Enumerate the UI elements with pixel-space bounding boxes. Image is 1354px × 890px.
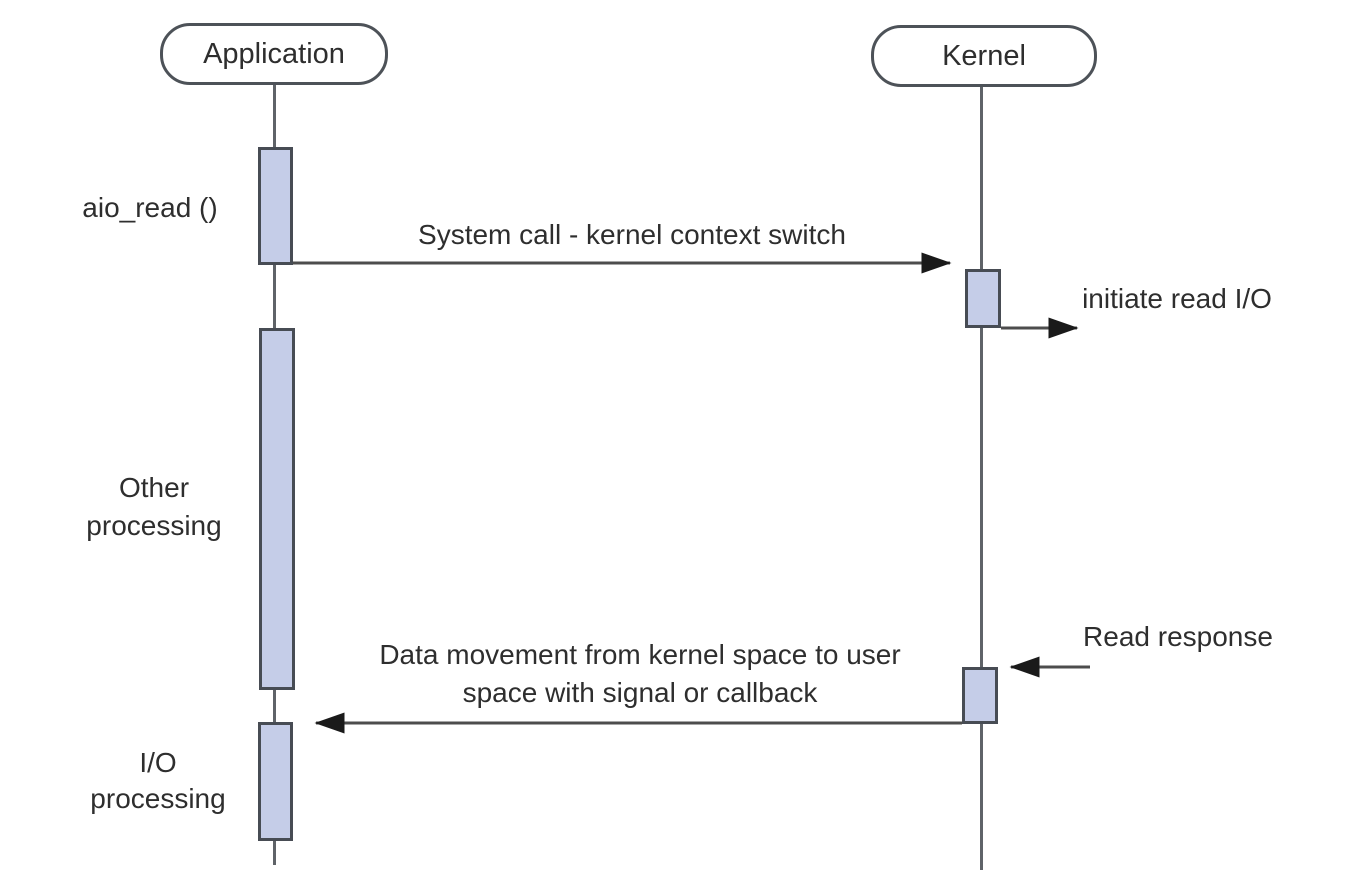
activation-io-processing	[258, 722, 293, 841]
activation-kernel-initiate	[965, 269, 1001, 328]
other-processing-label: Other processing	[44, 469, 264, 545]
other-processing-line-2: processing	[86, 510, 222, 541]
application-lifeline-segment	[273, 265, 276, 328]
activation-aio-read	[258, 147, 293, 265]
io-processing-line-1: I/O	[139, 747, 177, 778]
kernel-lifeline-segment	[980, 724, 983, 870]
data-movement-line-1: Data movement from kernel space to user	[379, 639, 901, 670]
other-processing-line-1: Other	[118, 472, 190, 503]
initiate-read-label: initiate read I/O	[1082, 283, 1272, 314]
actor-header-application: Application	[160, 23, 388, 85]
application-lifeline-segment	[273, 85, 276, 147]
activation-other-processing	[259, 328, 295, 690]
actor-label-application: Application	[203, 37, 345, 70]
actor-header-kernel: Kernel	[871, 25, 1097, 87]
kernel-lifeline-segment	[980, 328, 983, 667]
io-processing-label: I/O processing	[48, 745, 268, 817]
application-lifeline-segment	[273, 841, 276, 865]
activation-kernel-response	[962, 667, 998, 724]
read-response-label: Read response	[1083, 621, 1273, 652]
io-processing-line-2: processing	[90, 783, 226, 814]
actor-label-kernel: Kernel	[942, 39, 1026, 72]
data-movement-line-2: space with signal or callback	[462, 677, 818, 708]
system-call-message-label: System call - kernel context switch	[418, 219, 846, 250]
data-movement-message-label: Data movement from kernel space to user …	[340, 636, 940, 712]
aio-read-label: aio_read ()	[82, 192, 218, 223]
application-lifeline-segment	[273, 690, 276, 722]
kernel-lifeline-segment	[980, 87, 983, 269]
